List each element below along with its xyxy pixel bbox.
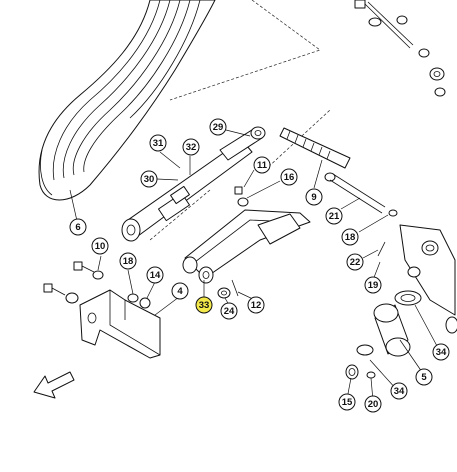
callout-label: 19	[368, 280, 379, 291]
callout-19: 19	[364, 276, 382, 294]
callout-label: 5	[421, 372, 427, 383]
callout-label: 10	[95, 241, 106, 252]
callout-circle	[171, 282, 189, 300]
callout-4: 4	[171, 282, 189, 300]
callout-circle	[338, 393, 356, 411]
callout-18: 18	[341, 228, 359, 246]
callout-34: 34	[390, 382, 408, 400]
right-bracket	[377, 209, 457, 334]
callout-18: 18	[119, 252, 137, 270]
left-hardware	[43, 186, 249, 309]
callout-circle	[346, 253, 364, 271]
callout-22: 22	[346, 253, 364, 271]
callout-label: 4	[177, 286, 183, 297]
callout-circle	[364, 276, 382, 294]
top-bolt-assembly	[354, 0, 446, 97]
hydraulic-cylinder	[121, 126, 266, 242]
callout-label: 18	[123, 256, 134, 267]
callout-circle	[146, 266, 164, 284]
callout-31: 31	[149, 134, 167, 152]
callout-12: 12	[247, 296, 265, 314]
callout-5: 5	[415, 368, 433, 386]
callout-label: 29	[213, 122, 224, 133]
callout-32: 32	[182, 138, 200, 156]
idler-pulley	[345, 290, 422, 380]
callout-11: 11	[253, 156, 271, 174]
shaft	[324, 172, 386, 214]
callout-circle	[220, 302, 238, 320]
arrow-down-left-icon	[33, 371, 75, 399]
callout-10: 10	[91, 237, 109, 255]
callout-label: 11	[257, 160, 268, 171]
callout-circle	[390, 382, 408, 400]
callout-circle	[341, 228, 359, 246]
callout-21: 21	[325, 207, 343, 225]
callout-33-highlighted: 33	[195, 296, 213, 314]
callout-circle	[247, 296, 265, 314]
callout-label: 31	[153, 138, 164, 149]
callout-circle	[432, 343, 450, 361]
mounting-bracket	[79, 289, 161, 359]
callout-label: 18	[345, 232, 356, 243]
callout-circle	[325, 207, 343, 225]
callout-group: 29 31 32 30 11 16 9 21 18 22 19 6 10 18 14 4 33 24 12 34 5 34…	[69, 118, 450, 413]
callout-30: 30	[140, 170, 158, 188]
callout-15: 15	[338, 393, 356, 411]
callout-label: 33	[199, 300, 210, 311]
callout-label: 9	[311, 192, 316, 203]
callout-6: 6	[69, 218, 87, 236]
callout-circle	[209, 118, 227, 136]
callout-label: 22	[350, 257, 361, 268]
callout-circle	[69, 218, 87, 236]
callout-label: 34	[394, 386, 405, 397]
callout-circle	[280, 168, 298, 186]
callout-24: 24	[220, 302, 238, 320]
callout-circle	[182, 138, 200, 156]
callout-label: 34	[436, 347, 447, 358]
callout-label: 15	[342, 397, 353, 408]
spring	[279, 127, 351, 169]
callout-circle	[195, 296, 213, 314]
callout-14: 14	[146, 266, 164, 284]
callout-circle	[253, 156, 271, 174]
callout-label: 20	[368, 399, 379, 410]
callout-circle	[140, 170, 158, 188]
callout-20: 20	[364, 395, 382, 413]
callout-label: 6	[75, 222, 80, 233]
callout-circle	[305, 188, 323, 206]
callout-circle	[119, 252, 137, 270]
callout-circle	[149, 134, 167, 152]
callout-label: 32	[186, 142, 197, 153]
callout-circle	[364, 395, 382, 413]
callout-label: 21	[329, 211, 340, 222]
callout-label: 30	[144, 174, 155, 185]
callout-label: 14	[150, 270, 161, 281]
callout-16: 16	[280, 168, 298, 186]
callout-29: 29	[209, 118, 227, 136]
callout-34: 34	[432, 343, 450, 361]
belt	[38, 0, 216, 201]
callout-label: 24	[224, 306, 235, 317]
callout-circle	[91, 237, 109, 255]
callout-label: 16	[284, 172, 295, 183]
callout-circle	[415, 368, 433, 386]
callout-9: 9	[305, 188, 323, 206]
callout-label: 12	[251, 300, 262, 311]
tension-arm	[182, 209, 311, 284]
